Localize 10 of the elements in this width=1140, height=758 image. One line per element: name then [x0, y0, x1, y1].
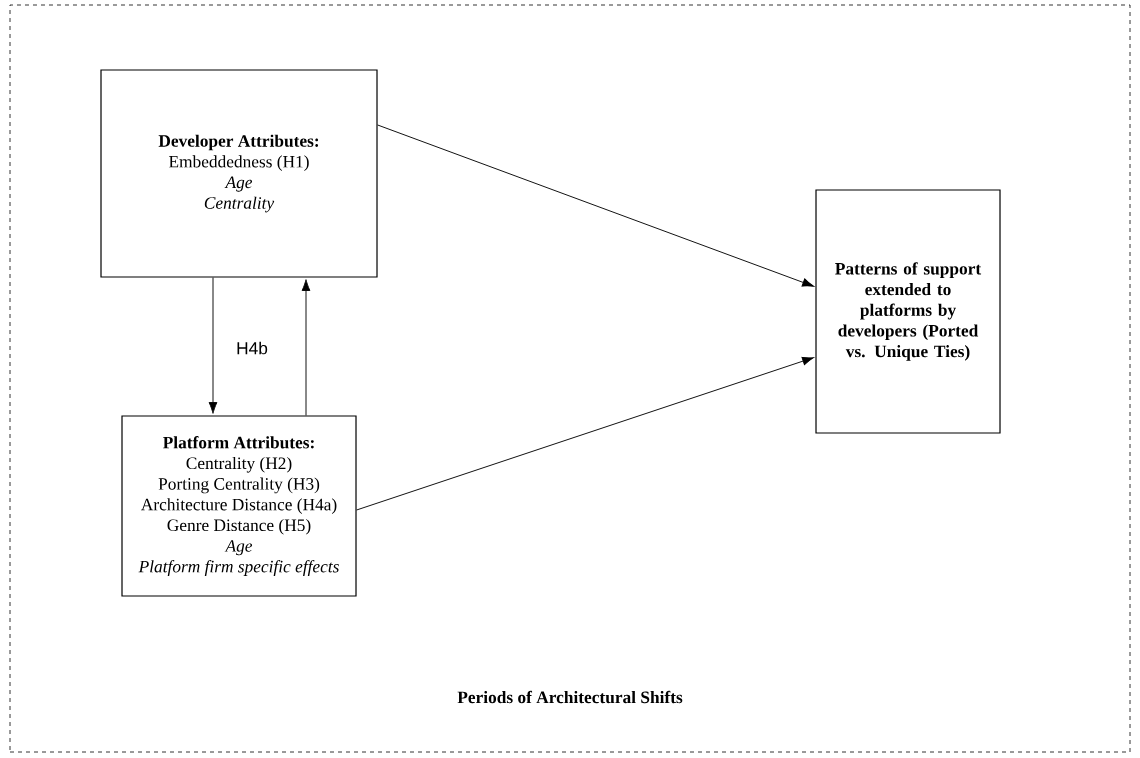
arrow — [301, 279, 311, 416]
dashed-frame — [9, 4, 1131, 753]
arrow — [377, 124, 814, 287]
outcome-box: Patterns of support extended to platforms by developers (Ported vs. Unique Ties) — [815, 189, 1001, 434]
arrow — [356, 356, 814, 511]
attribute-box: Platform Attributes: Centrality (H2) Porting Centrality (H3) Architecture Distance (H4a) Genre Distance (H5) Age Platform firm specific effects — [121, 415, 357, 597]
attribute-box: Developer Attributes: Embeddedness (H1) Age Centrality — [100, 69, 378, 278]
frame-title: Periods of Architectural Shifts — [457, 690, 683, 704]
arrow — [208, 277, 218, 414]
edge-label: H4b — [234, 340, 270, 356]
